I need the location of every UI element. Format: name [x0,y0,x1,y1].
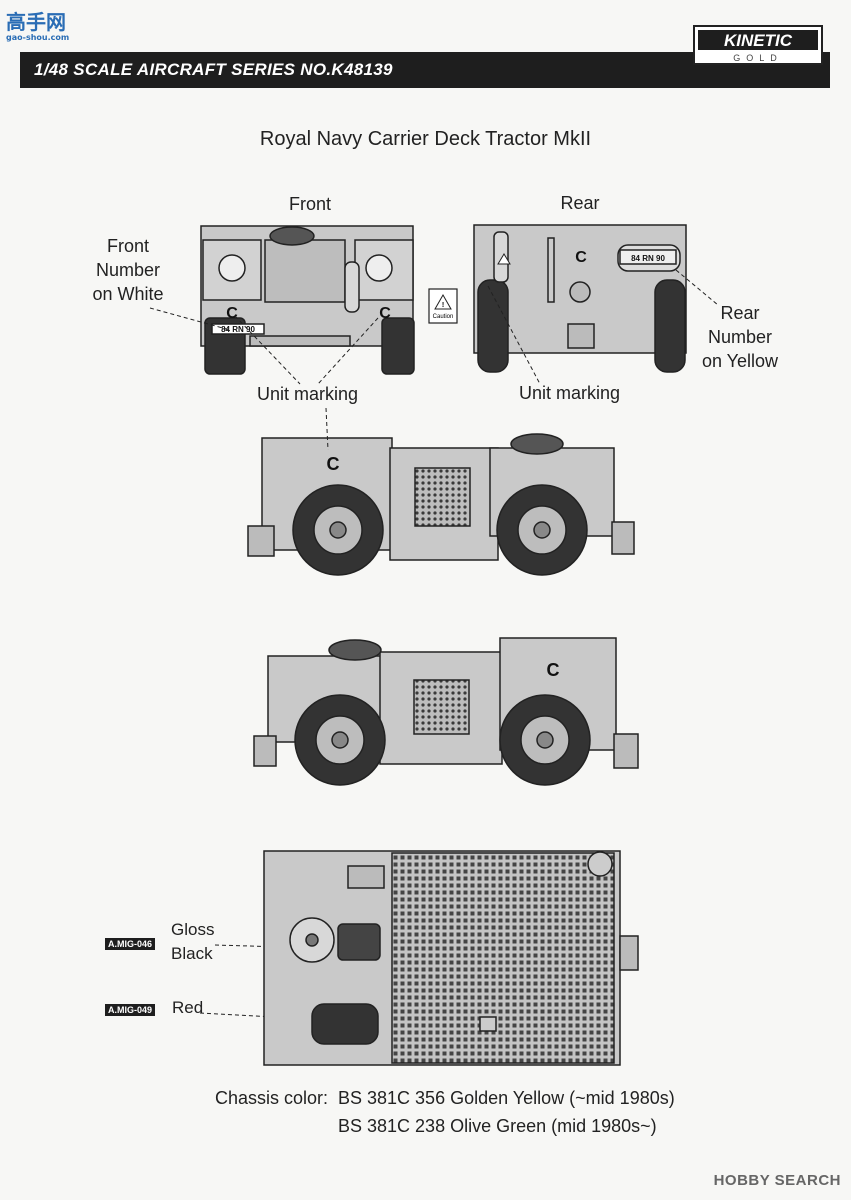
watermark-url: gao-shou.com [6,33,70,42]
paint-name-red: Red [172,998,204,1017]
unit-marking-front-callout: Unit marking [256,384,359,404]
side-view-left [247,433,635,576]
watermark-text: 高手网 [6,10,66,34]
side-view-right [253,637,639,786]
rear-view-label: Rear [560,193,600,213]
series-number: 1/48 SCALE AIRCRAFT SERIES NO.K48139 [34,60,393,79]
unit-marking-rear-callout: Unit marking [518,383,621,403]
front-view-label: Front [288,194,331,214]
paint-item-gloss-black: A.MIG-046 [105,934,156,952]
source-watermark: HOBBY SEARCH [713,1172,841,1189]
chassis-color-line2: BS 381C 238 Olive Green (mid 1980s~) [338,1116,657,1136]
page-title: Royal Navy Carrier Deck Tractor MkII [259,128,592,150]
paint-name-gloss-black: Gloss Black [171,920,215,963]
rear-number-plate: 84 RN 90 [631,254,665,263]
paint-code: A.MIG-049 [105,1004,156,1016]
front-view [200,225,415,375]
paint-item-red: A.MIG-049 [105,1000,156,1018]
front-unit-letter-left: C [226,305,238,322]
rear-view [473,224,687,373]
front-number-callout: Front Number on White [92,236,164,304]
front-number-plate: 84 RN 90 [221,325,255,334]
chassis-color-line1: BS 381C 356 Golden Yellow (~mid 1980s) [338,1088,675,1108]
rear-unit-letter: C [575,249,587,266]
caution-sign: ! Caution [428,288,458,324]
logo-brand: KINETIC [724,31,793,50]
rear-number-callout: Rear Number on Yellow [701,303,779,371]
side1-unit-letter: C [327,454,340,474]
top-view [263,850,639,1066]
warning-triangle-icon [497,253,511,265]
side2-unit-letter: C [547,660,560,680]
logo-sub: GOLD [733,53,783,63]
front-unit-letter-right: C [379,305,391,322]
svg-text:!: ! [442,302,444,309]
side1-leader [325,407,329,451]
paint-code: A.MIG-046 [105,938,156,950]
chassis-color-label: Chassis color: [215,1088,329,1108]
site-watermark: 高手网 gao-shou.com [6,6,69,42]
caution-text: Caution [433,314,454,320]
kinetic-logo: KINETIC GOLD [693,25,823,65]
